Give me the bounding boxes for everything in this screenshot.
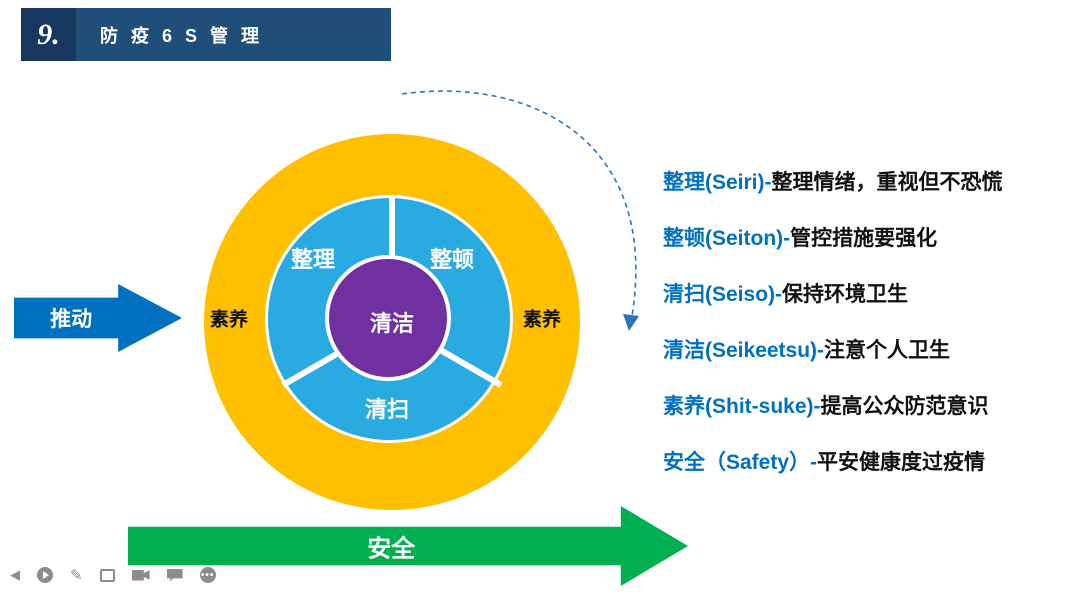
- legend-desc: 管控措施要强化: [790, 227, 938, 250]
- slide-number: 9.: [21, 8, 76, 61]
- sector-label-seiso: 清扫: [364, 397, 410, 422]
- more-icon[interactable]: •••: [199, 567, 216, 583]
- video-icon[interactable]: [131, 569, 150, 581]
- screenshot-icon[interactable]: [99, 568, 115, 582]
- legend-term: 清扫(Seiso)-: [663, 283, 783, 306]
- sector-label-seiton: 整顿: [429, 247, 475, 272]
- push-arrow: 推动: [14, 284, 182, 352]
- legend-desc: 注意个人卫生: [824, 339, 951, 362]
- legend-desc: 平安健康度过疫情: [817, 451, 986, 474]
- ring-label-suyang-right: 素养: [522, 309, 562, 331]
- chat-icon[interactable]: [166, 568, 183, 582]
- play-icon[interactable]: [37, 567, 53, 583]
- legend-item-seiso: 清扫(Seiso)-保持环境卫生: [663, 282, 1003, 308]
- legend-item-shitsuke: 素养(Shit-suke)-提高公众防范意识: [663, 394, 1003, 420]
- legend-desc: 提高公众防范意识: [820, 395, 989, 418]
- viewer-toolbar: ◀ ✎ •••: [10, 566, 216, 584]
- push-arrow-label: 推动: [50, 308, 93, 331]
- slide-title: 防 疫 6 S 管 理: [76, 8, 391, 61]
- legend-term: 素养(Shit-suke)-: [663, 395, 821, 418]
- ring-label-suyang-left: 素养: [209, 309, 249, 331]
- sector-label-seiri: 整理: [290, 247, 336, 272]
- back-icon[interactable]: ◀: [10, 567, 20, 582]
- legend-item-safety: 安全（Safety）-平安健康度过疫情: [663, 450, 1003, 476]
- slide-header: 9. 防 疫 6 S 管 理: [21, 8, 391, 61]
- center-label-seikeetsu: 清洁: [369, 311, 415, 336]
- legend-item-seiri: 整理(Seiri)-整理情绪，重视但不恐慌: [663, 170, 1003, 196]
- legend-term: 安全（Safety）-: [663, 451, 818, 474]
- legend-desc: 整理情绪，重视但不恐慌: [771, 171, 1003, 194]
- legend-desc: 保持环境卫生: [782, 283, 909, 306]
- pencil-icon[interactable]: ✎: [70, 567, 83, 584]
- legend-term: 整理(Seiri)-: [663, 171, 772, 194]
- legend-term: 整顿(Seiton)-: [663, 227, 791, 250]
- safety-arrow-label: 安全: [367, 535, 416, 563]
- six-s-legend: 整理(Seiri)-整理情绪，重视但不恐慌 整顿(Seiton)-管控措施要强化…: [663, 170, 1003, 506]
- legend-term: 清洁(Seikeetsu)-: [663, 339, 825, 362]
- legend-item-seikeetsu: 清洁(Seikeetsu)-注意个人卫生: [663, 338, 1003, 364]
- legend-item-seiton: 整顿(Seiton)-管控措施要强化: [663, 226, 1003, 252]
